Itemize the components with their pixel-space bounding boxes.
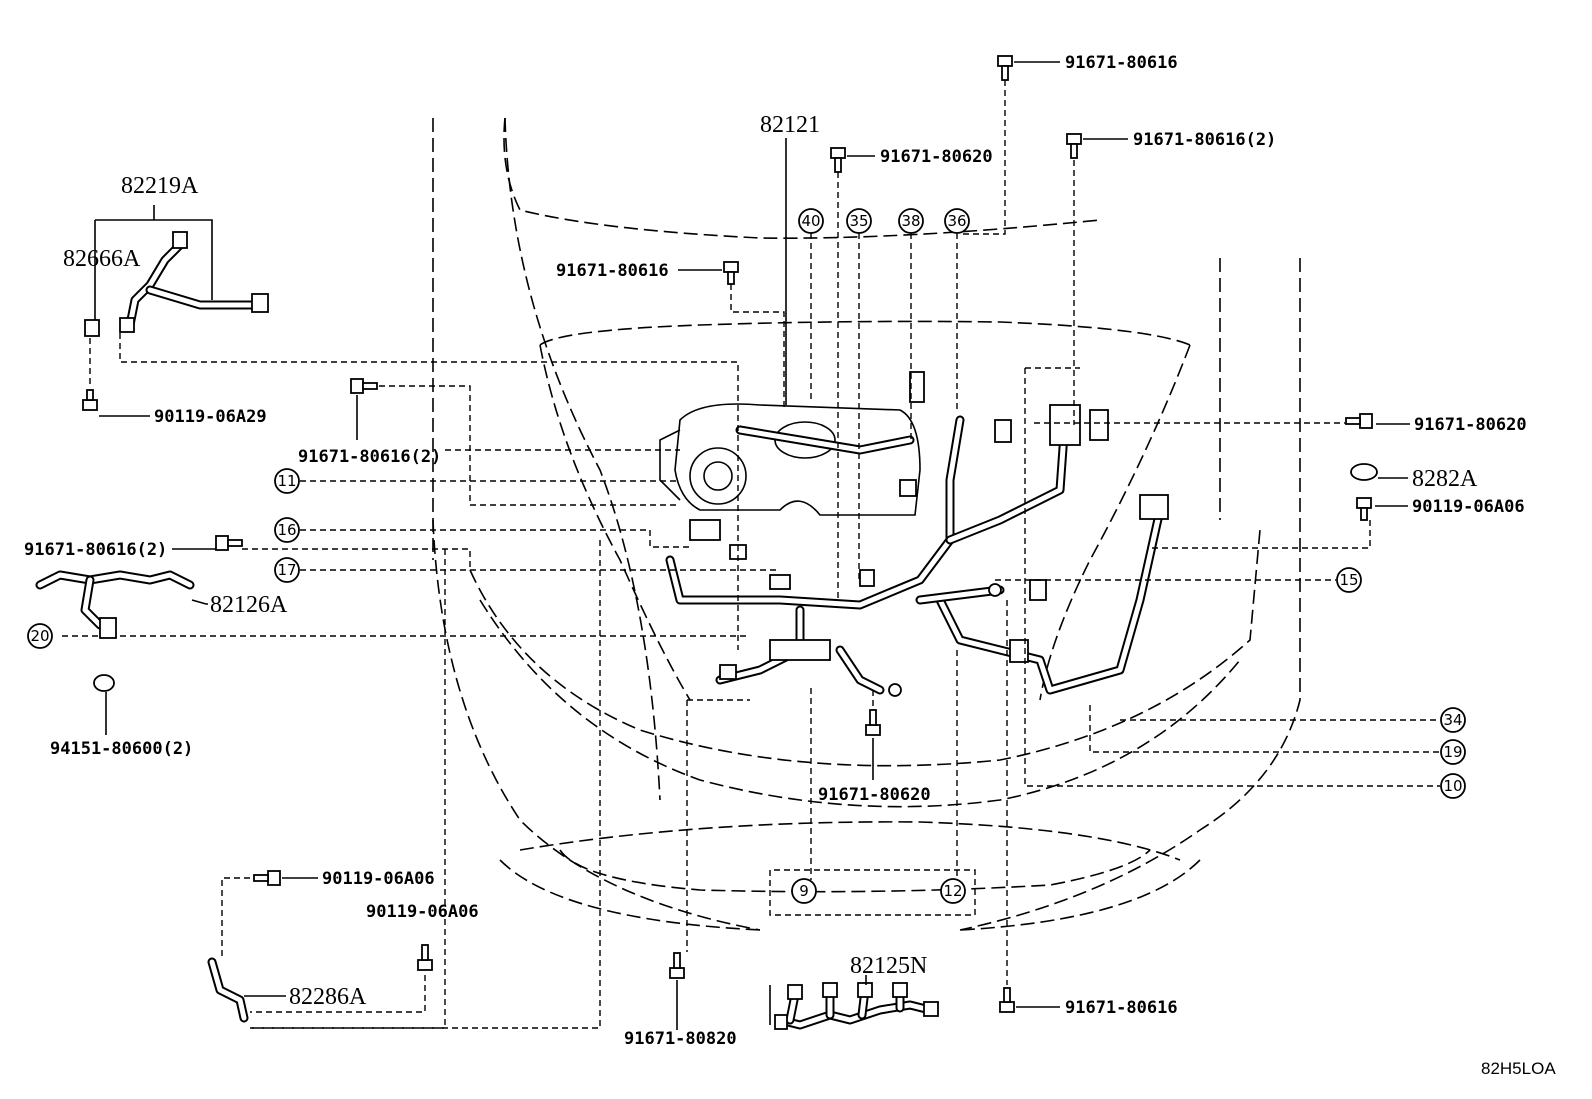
label-bolt-top-center: 91671-80620	[880, 147, 993, 167]
bolt-icon	[1356, 497, 1372, 521]
label-8282A: 8282A	[1412, 466, 1478, 492]
harness-82286A	[207, 957, 249, 1023]
bolt-icon	[1345, 413, 1373, 429]
engine-block	[659, 403, 921, 516]
leader-lines	[62, 61, 1440, 1030]
label-bolt-bottom-left: 91671-80820	[624, 1029, 737, 1049]
harness-82219A	[84, 205, 269, 337]
callout-11-label: 11	[277, 472, 296, 490]
nut-icon	[93, 674, 115, 692]
callout-35-label: 35	[849, 212, 868, 230]
harness-82126A	[35, 570, 195, 639]
label-bolt-82286A-top: 90119-06A06	[322, 869, 435, 889]
label-bolt-top-right-1: 91671-80616	[1065, 53, 1178, 73]
bolt-icon	[215, 535, 243, 551]
callout-11	[274, 468, 300, 494]
clip-icon	[1350, 463, 1378, 481]
callout-34-label: 34	[1443, 711, 1462, 729]
part-labels: 82121 82219A 82666A 82126A 82286A 82125N…	[24, 53, 1556, 1078]
callout-9	[791, 878, 817, 904]
label-bolt-right-8282A: 90119-06A06	[1412, 497, 1525, 517]
callout-36-label: 36	[947, 212, 966, 230]
callout-15	[1336, 567, 1362, 593]
bolt-icon	[417, 944, 433, 971]
callout-40	[798, 208, 824, 234]
callout-19	[1440, 739, 1466, 765]
callout-34	[1440, 707, 1466, 733]
main-harness-82121	[665, 371, 1169, 697]
label-bolt-82219A: 90119-06A29	[154, 407, 267, 427]
fastener-icons	[82, 55, 1378, 1013]
callout-19-label: 19	[1443, 743, 1462, 761]
callout-40-label: 40	[801, 212, 820, 230]
label-bolt-bottom-right: 91671-80616	[1065, 998, 1178, 1018]
callout-35	[846, 208, 872, 234]
bolt-icon	[723, 261, 739, 285]
bolt-icon	[82, 389, 98, 411]
vehicle-body-outline	[432, 117, 1301, 931]
callout-36	[944, 208, 970, 234]
bolt-icon	[830, 147, 846, 173]
bolt-icon	[997, 55, 1013, 81]
label-82286A: 82286A	[289, 984, 367, 1010]
callout-38-label: 38	[901, 212, 920, 230]
callout-16-label: 16	[277, 521, 296, 539]
label-82219A: 82219A	[121, 173, 199, 199]
bolt-icon	[999, 987, 1015, 1013]
label-bolt-82286A-right: 90119-06A06	[366, 902, 479, 922]
label-bolt-right-mid: 91671-80620	[1414, 415, 1527, 435]
bolt-icon	[669, 952, 685, 979]
label-82125N: 82125N	[850, 953, 927, 979]
callout-12-label: 12	[943, 882, 962, 900]
callout-17-label: 17	[277, 561, 296, 579]
callout-circles: 40 35 38 36 11 16 17 20 15 34 19 10 9 12	[27, 208, 1466, 904]
harness-82125N	[769, 982, 939, 1030]
label-nut-82126A: 94151-80600(2)	[50, 739, 193, 759]
label-bolt-left-mid: 91671-80616(2)	[298, 447, 441, 467]
callout-17	[274, 557, 300, 583]
label-bolt-bottom-center: 91671-80620	[818, 785, 931, 805]
callout-12	[940, 878, 966, 904]
label-82121: 82121	[760, 112, 820, 138]
callout-15-label: 15	[1339, 571, 1358, 589]
bolt-icon	[1066, 133, 1082, 159]
label-bolt-left-82126A: 91671-80616(2)	[24, 540, 167, 560]
label-82126A: 82126A	[210, 592, 288, 618]
callout-10	[1440, 773, 1466, 799]
bolt-icon	[350, 378, 378, 394]
label-bolt-upper-left: 91671-80616	[556, 261, 669, 281]
callout-10-label: 10	[1443, 777, 1462, 795]
bolt-icon	[253, 870, 281, 886]
callout-38	[898, 208, 924, 234]
callout-20	[27, 623, 53, 649]
bolt-icon	[865, 709, 881, 736]
callout-20-label: 20	[30, 627, 49, 645]
figure-code: 82H5LOA	[1481, 1059, 1556, 1078]
callout-9-label: 9	[799, 882, 809, 900]
callout-16	[274, 517, 300, 543]
label-bolt-top-right-2: 91671-80616(2)	[1133, 130, 1276, 150]
label-82666A: 82666A	[63, 246, 141, 272]
